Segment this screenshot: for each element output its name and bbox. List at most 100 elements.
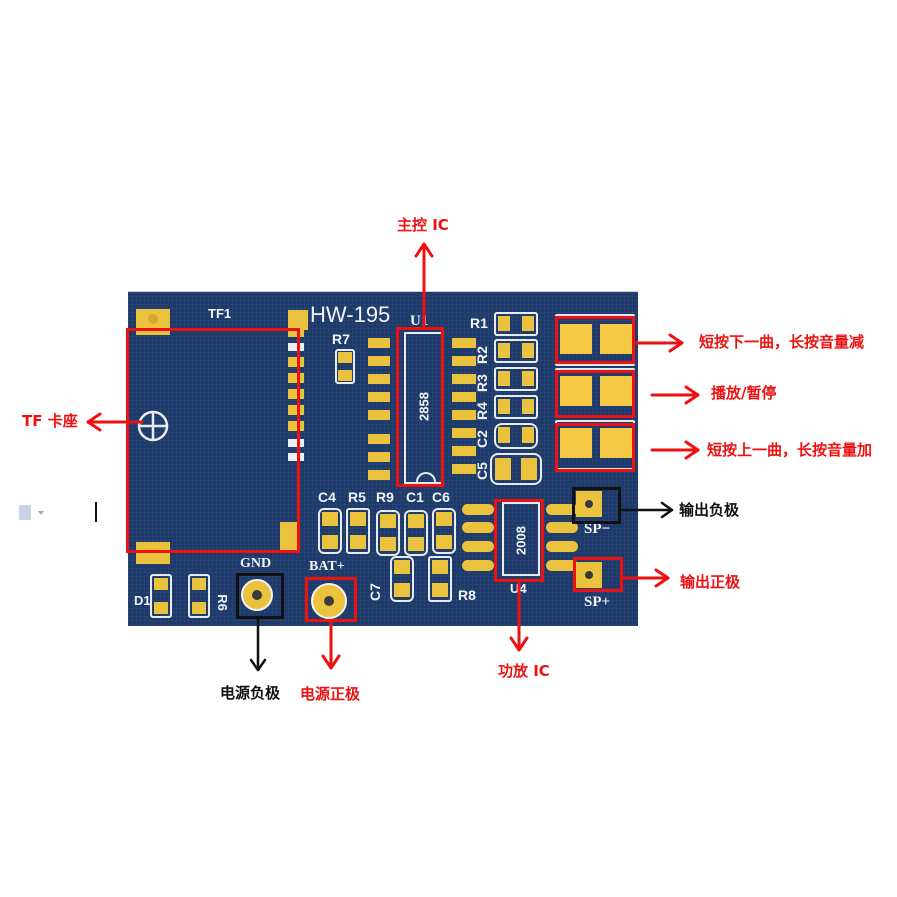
u1-pin [368,434,390,444]
c1-outline [404,510,428,556]
r5-pad [350,512,366,526]
u1-pin [368,374,390,384]
r7-pad [338,370,352,381]
r8-pad [432,583,448,597]
tf-pin [288,439,304,447]
d1-outline [150,574,172,618]
tf-pin [288,453,304,461]
label-out-positive: 输出正极 [680,573,741,591]
label-r9: R9 [376,489,394,505]
r6-pad [192,578,206,590]
r7-pad [338,352,352,363]
r1-outline [494,312,538,336]
label-gnd: GND [240,556,272,571]
u4-pin [462,504,494,515]
r5-pad [350,535,366,549]
u1-pin [452,338,476,348]
arrow-power-positive [321,620,341,670]
tf-mount-pad [136,542,170,564]
label-tf1: TF1 [208,306,232,321]
u4-pin [546,560,578,571]
c6-pad [436,535,452,549]
r9-pad [380,514,396,528]
button-prev-highlight [555,423,635,472]
u1-pin [368,392,390,402]
dropdown-caret-icon[interactable] [38,511,44,515]
r3-outline [494,367,538,391]
c4-pad [322,535,338,549]
label-c6: C6 [432,489,450,505]
arrow-btn-next [633,333,684,353]
label-bat-plus: BAT+ [309,559,345,574]
arrow-out-positive [621,568,670,588]
c4-outline [318,508,342,554]
label-r5: R5 [348,489,366,505]
r2-outline [494,339,538,363]
u4-pin [546,504,578,515]
button-next-highlight [555,316,635,364]
c5-pad [521,458,537,480]
label-r1: R1 [470,315,488,331]
button-play-pad [600,376,632,406]
bat-plus-hole [324,596,334,606]
d1-pad [154,602,168,614]
label-tf-socket: TF 卡座 [22,412,78,430]
tf-pin [288,357,304,367]
r6-outline [188,574,210,618]
arrow-power-negative [249,617,267,672]
tf-mount-pad [280,522,298,552]
c4-pad [322,512,338,526]
c5-outline [490,453,542,485]
label-btn-prev: 短按上一曲，长按音量加 [707,441,873,459]
r9-pad [380,537,396,551]
sp-minus-hole [585,500,593,508]
arrow-amp-ic [509,580,529,652]
r4-pad [522,399,534,414]
r8-outline [428,556,452,602]
sp-plus-highlight [573,557,623,592]
main-ic-notch [416,472,436,484]
arrow-out-negative [619,501,674,519]
arrow-main-ic [414,242,434,329]
c6-outline [432,508,456,554]
button-play-highlight [555,370,635,418]
label-power-negative: 电源负极 [220,684,281,702]
button-prev-pad [600,428,632,458]
button-prev-pad [560,428,592,458]
r3-pad [498,371,510,386]
u1-pin [452,374,476,384]
button-next-pad [600,324,632,354]
document-icon[interactable] [19,505,31,520]
sp-plus-hole [585,571,593,579]
label-r8: R8 [458,587,476,603]
amp-ic-body [502,502,540,576]
r1-pad [522,316,534,331]
r1-pad [498,316,510,331]
tf-pin [288,373,304,383]
label-sp-plus: SP+ [584,594,611,610]
c6-pad [436,512,452,526]
u1-pin [452,410,476,420]
c2-pad [498,427,510,443]
pcb-board: TF1 HW-195 R7 U1 2858 R1 R2 [128,291,638,626]
r3-pad [522,371,534,386]
c7-pad [394,583,410,597]
u1-pin [368,410,390,420]
r7-outline [335,349,355,384]
crosshair-icon [137,410,169,442]
gnd-hole [252,590,262,600]
tf-socket-highlight [126,328,300,553]
label-sp-minus: SP− [584,521,611,537]
c1-pad [408,514,424,528]
u1-pin [452,446,476,456]
u1-pin [368,338,390,348]
tf-pin [288,327,304,337]
board-model: HW-195 [310,302,391,327]
u4-pin [462,560,494,571]
label-out-negative: 输出负极 [679,501,740,519]
arrow-tf-socket [86,412,144,432]
text-cursor [95,502,97,522]
r6-pad [192,602,206,614]
gnd-highlight [236,573,284,619]
